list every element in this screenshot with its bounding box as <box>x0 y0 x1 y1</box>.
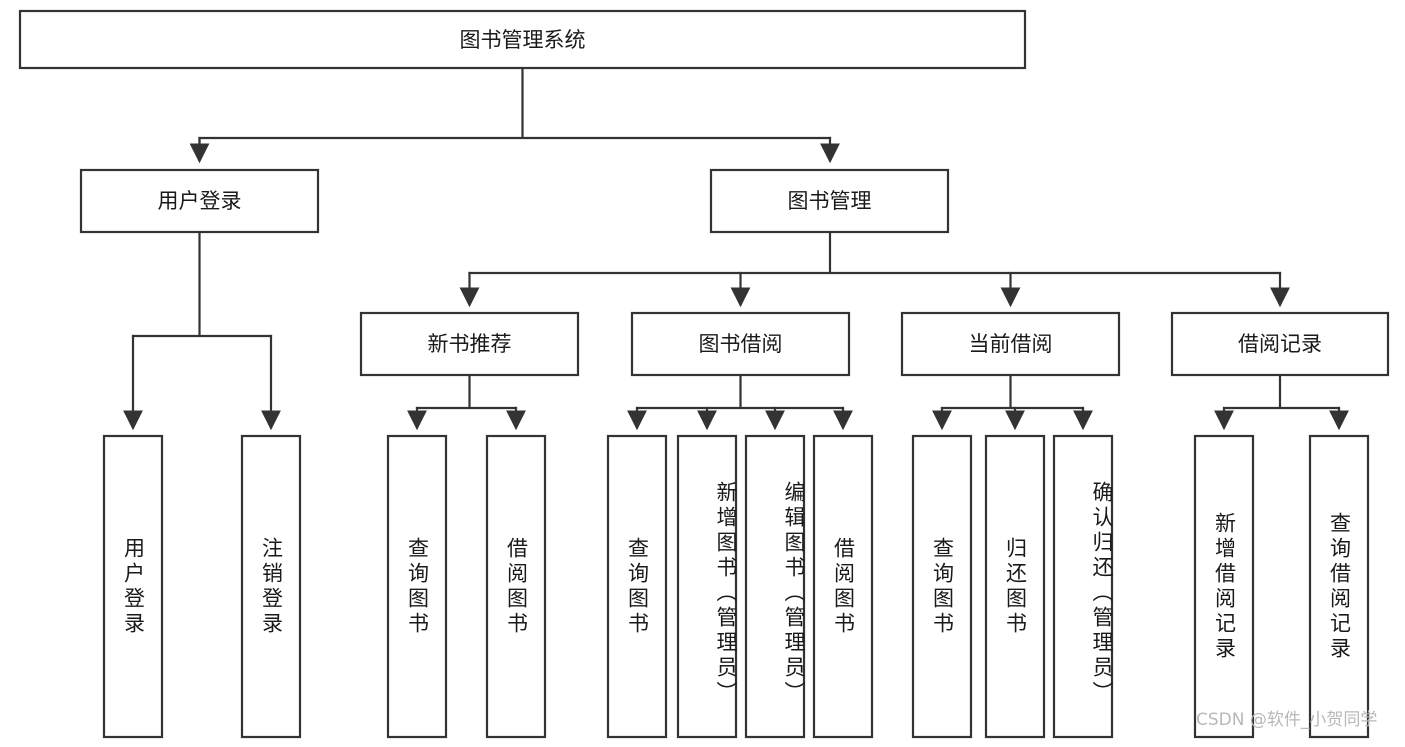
node-current-borrow-label: 当前借阅 <box>969 332 1053 356</box>
node-book-borrow[interactable]: 图书借阅 <box>630 311 851 377</box>
connector-root-bus <box>198 66 832 154</box>
leaf-box-user-logout[interactable] <box>240 434 302 739</box>
connector-book-borrow-bus <box>635 373 845 410</box>
leaf-box-borrow-book-1[interactable] <box>485 434 547 739</box>
leaf-box-add-book-admin[interactable] <box>676 434 738 739</box>
node-new-book-recommend[interactable]: 新书推荐 <box>359 311 580 377</box>
node-root-label: 图书管理系统 <box>460 28 586 52</box>
node-current-borrow[interactable]: 当前借阅 <box>900 311 1121 377</box>
leaf-box-query-book-2[interactable] <box>606 434 668 739</box>
leaf-box-query-borrow-record[interactable] <box>1308 434 1370 739</box>
csdn-watermark: CSDN @软件_小贺同学 <box>1196 710 1378 730</box>
leaf-box-borrow-book-2[interactable] <box>812 434 874 739</box>
connector-user-login-bus <box>131 230 273 338</box>
leaf-box-layer <box>102 434 1370 739</box>
connector-borrow-record-bus <box>1222 373 1341 410</box>
node-user-login[interactable]: 用户登录 <box>79 168 320 234</box>
leaf-box-confirm-return-admin[interactable] <box>1052 434 1114 739</box>
node-borrow-record[interactable]: 借阅记录 <box>1170 311 1390 377</box>
node-book-manage[interactable]: 图书管理 <box>709 168 950 234</box>
connector-current-borrow-bus <box>940 373 1085 410</box>
leaf-box-add-borrow-record[interactable] <box>1193 434 1255 739</box>
connector-new-book-bus <box>415 373 518 410</box>
connector-layer <box>123 66 1349 431</box>
leaf-box-query-book-1[interactable] <box>386 434 448 739</box>
leaf-box-return-book[interactable] <box>984 434 1046 739</box>
leaf-box-query-book-3[interactable] <box>911 434 973 739</box>
node-new-book-recommend-label: 新书推荐 <box>428 332 512 356</box>
node-borrow-record-label: 借阅记录 <box>1238 332 1322 356</box>
node-book-manage-label: 图书管理 <box>788 189 872 213</box>
leaf-box-edit-book-admin[interactable] <box>744 434 806 739</box>
connector-book-manage-bus <box>468 230 1282 275</box>
leaf-box-user-login[interactable] <box>102 434 164 739</box>
node-root[interactable]: 图书管理系统 <box>18 9 1027 70</box>
node-layer: 图书管理系统 用户登录 图书管理 新书推荐 图书借阅 当前 <box>18 9 1390 739</box>
node-user-login-label: 用户登录 <box>158 189 242 213</box>
node-book-borrow-label: 图书借阅 <box>699 332 783 356</box>
